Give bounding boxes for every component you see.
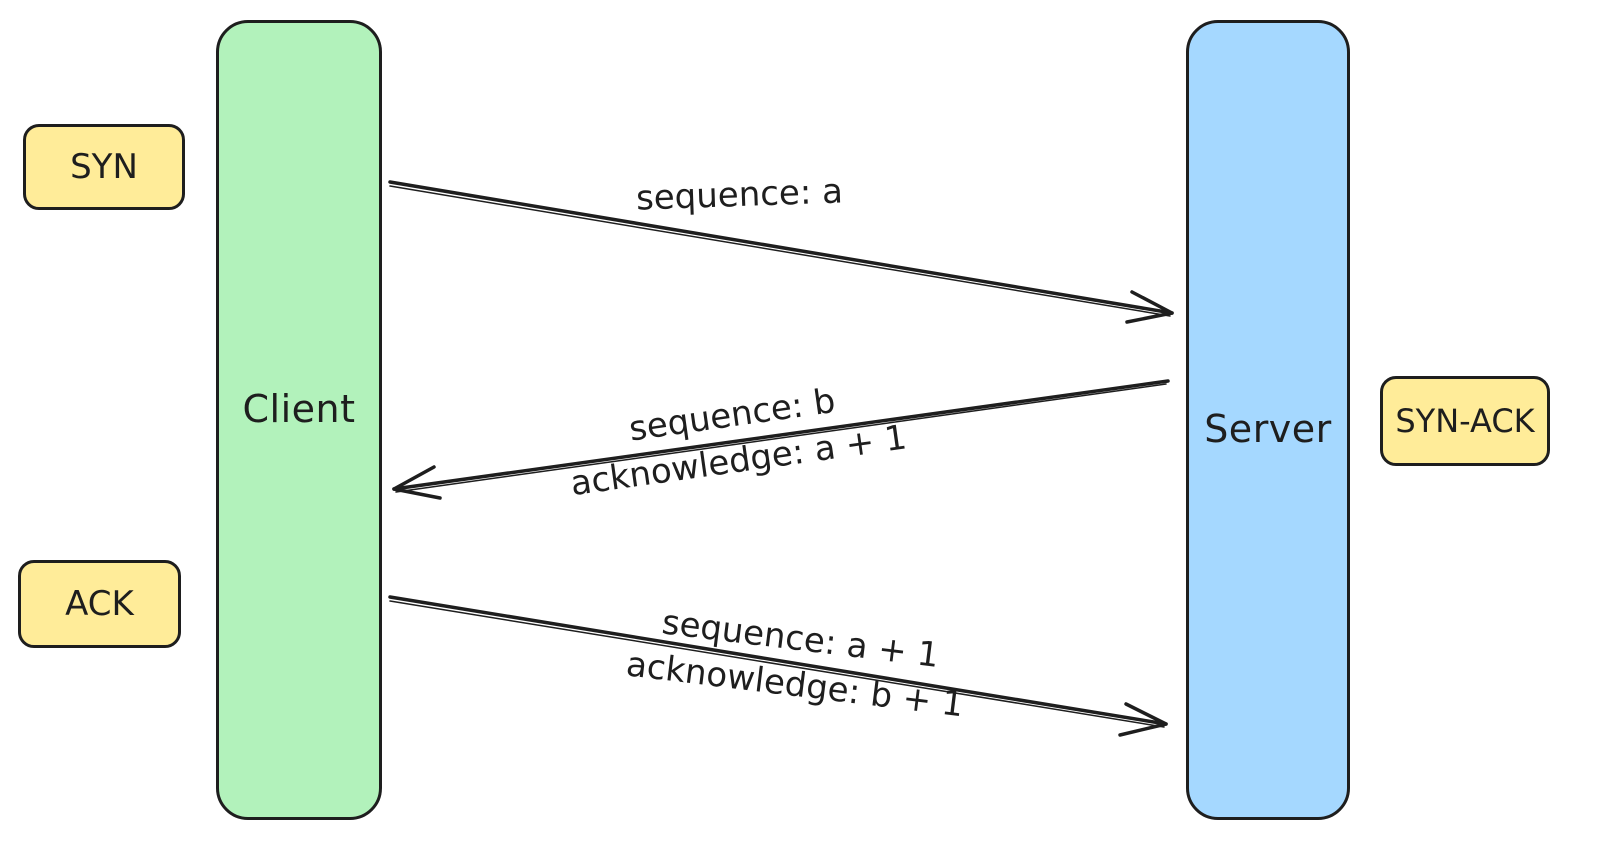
syn-tag: SYN (23, 124, 185, 210)
client-lifeline: Client (216, 20, 382, 820)
server-label: Server (1204, 407, 1332, 451)
client-label: Client (242, 387, 356, 431)
syn-sequence-text: sequence: a (635, 171, 844, 219)
ack-tag: ACK (18, 560, 181, 648)
syn-ack-message-label: sequence: b acknowledge: a + 1 (561, 369, 909, 507)
ack-message-label: sequence: a + 1 acknowledge: b + 1 (624, 596, 972, 729)
server-lifeline: Server (1186, 20, 1350, 820)
ack-tag-label: ACK (65, 584, 134, 624)
syn-ack-tag-label: SYN-ACK (1395, 402, 1535, 440)
syn-message-label: sequence: a (635, 168, 843, 221)
syn-ack-tag: SYN-ACK (1380, 376, 1550, 466)
syn-tag-label: SYN (70, 147, 138, 187)
